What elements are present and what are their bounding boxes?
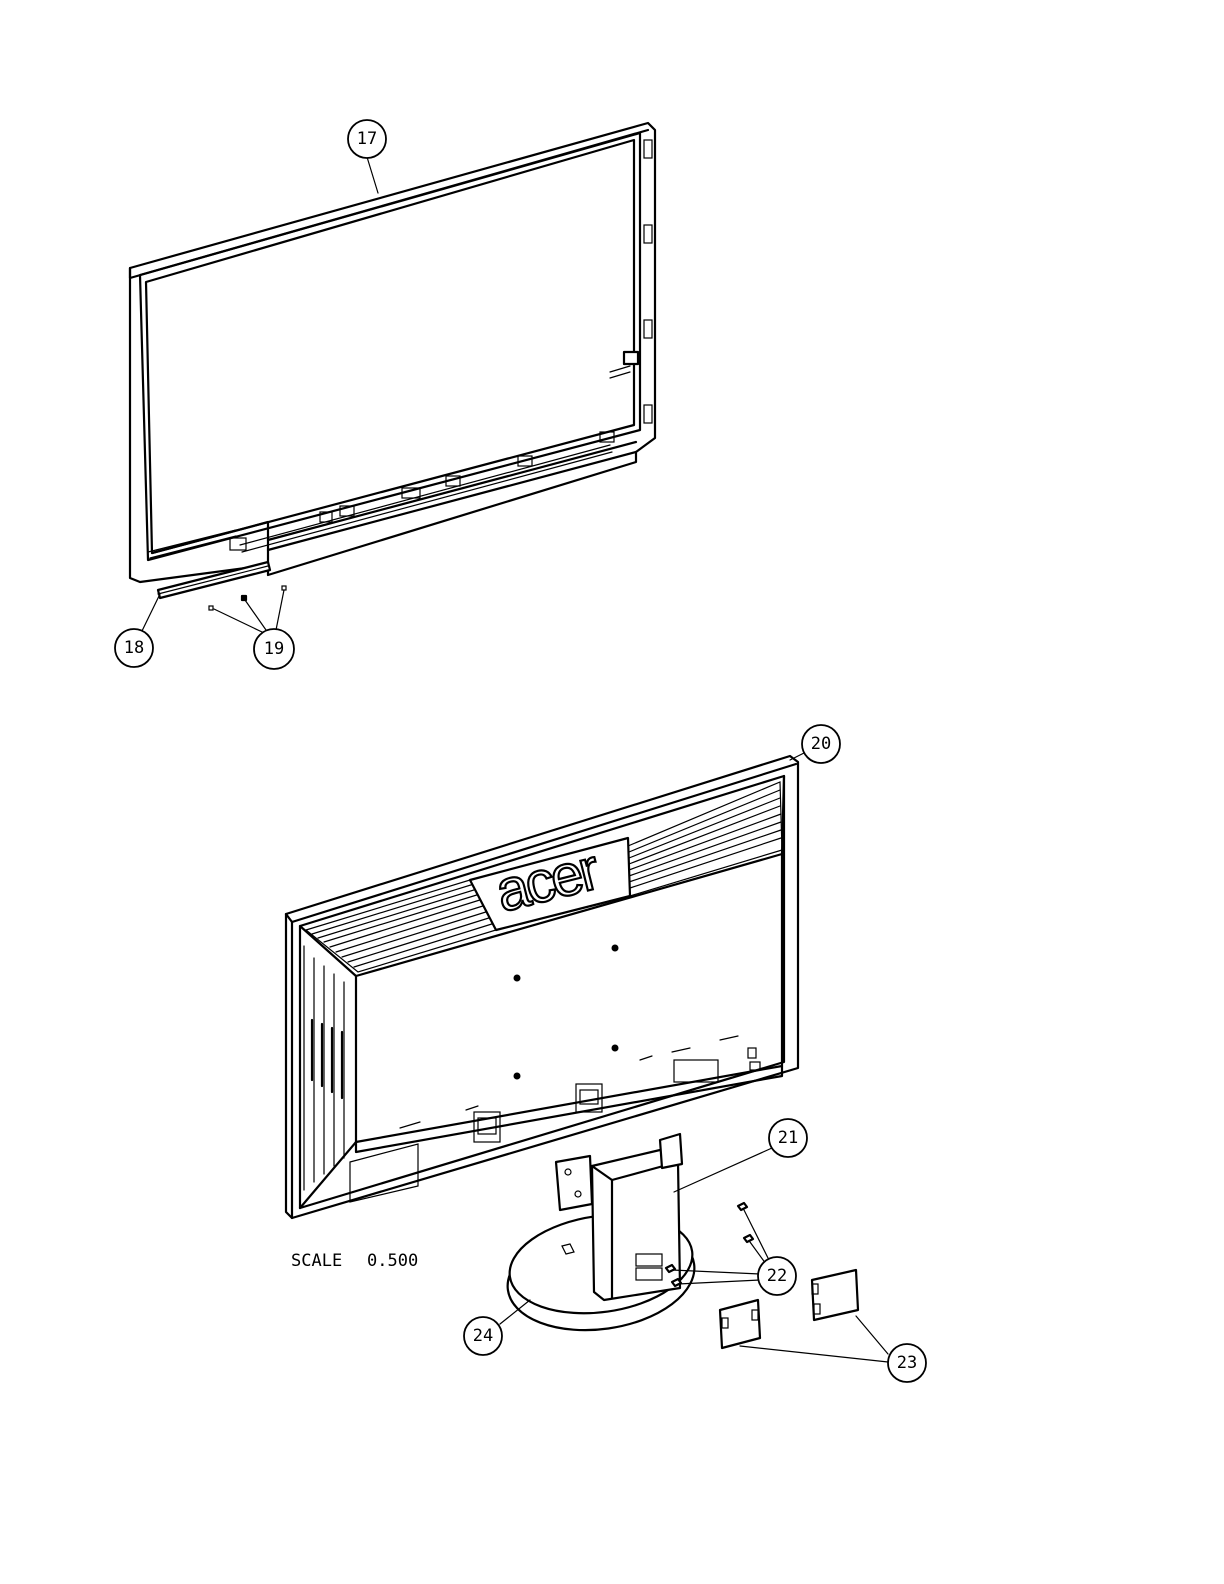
callout-19: 19 bbox=[254, 629, 294, 669]
vesa-hole bbox=[514, 975, 521, 982]
callout-22: 22 bbox=[758, 1257, 796, 1295]
rear-cover: acer bbox=[286, 756, 798, 1218]
callout-19-label: 19 bbox=[264, 639, 284, 659]
callout-21: 21 bbox=[769, 1119, 807, 1157]
callout-20-label: 20 bbox=[811, 734, 831, 754]
callout-23-label: 23 bbox=[897, 1353, 917, 1373]
callout-22-label: 22 bbox=[767, 1266, 787, 1286]
scale-value: 0.500 bbox=[367, 1251, 418, 1271]
callout-20: 20 bbox=[802, 725, 840, 763]
vesa-hole bbox=[612, 1045, 619, 1052]
upper-screws bbox=[209, 586, 286, 610]
callout-18-label: 18 bbox=[124, 638, 144, 658]
callout-18: 18 bbox=[115, 629, 153, 667]
callout-21-label: 21 bbox=[778, 1128, 798, 1148]
vesa-hole bbox=[514, 1073, 521, 1080]
callout-23: 23 bbox=[888, 1344, 926, 1382]
callout-24-label: 24 bbox=[473, 1326, 493, 1346]
scale-label: SCALE bbox=[291, 1251, 342, 1271]
front-bezel bbox=[130, 123, 655, 582]
callout-17: 17 bbox=[348, 120, 386, 158]
callout-24: 24 bbox=[464, 1317, 502, 1355]
vesa-hole bbox=[612, 945, 619, 952]
scale-annotation: SCALE 0.500 bbox=[291, 1251, 418, 1271]
callout-17-label: 17 bbox=[357, 129, 377, 149]
